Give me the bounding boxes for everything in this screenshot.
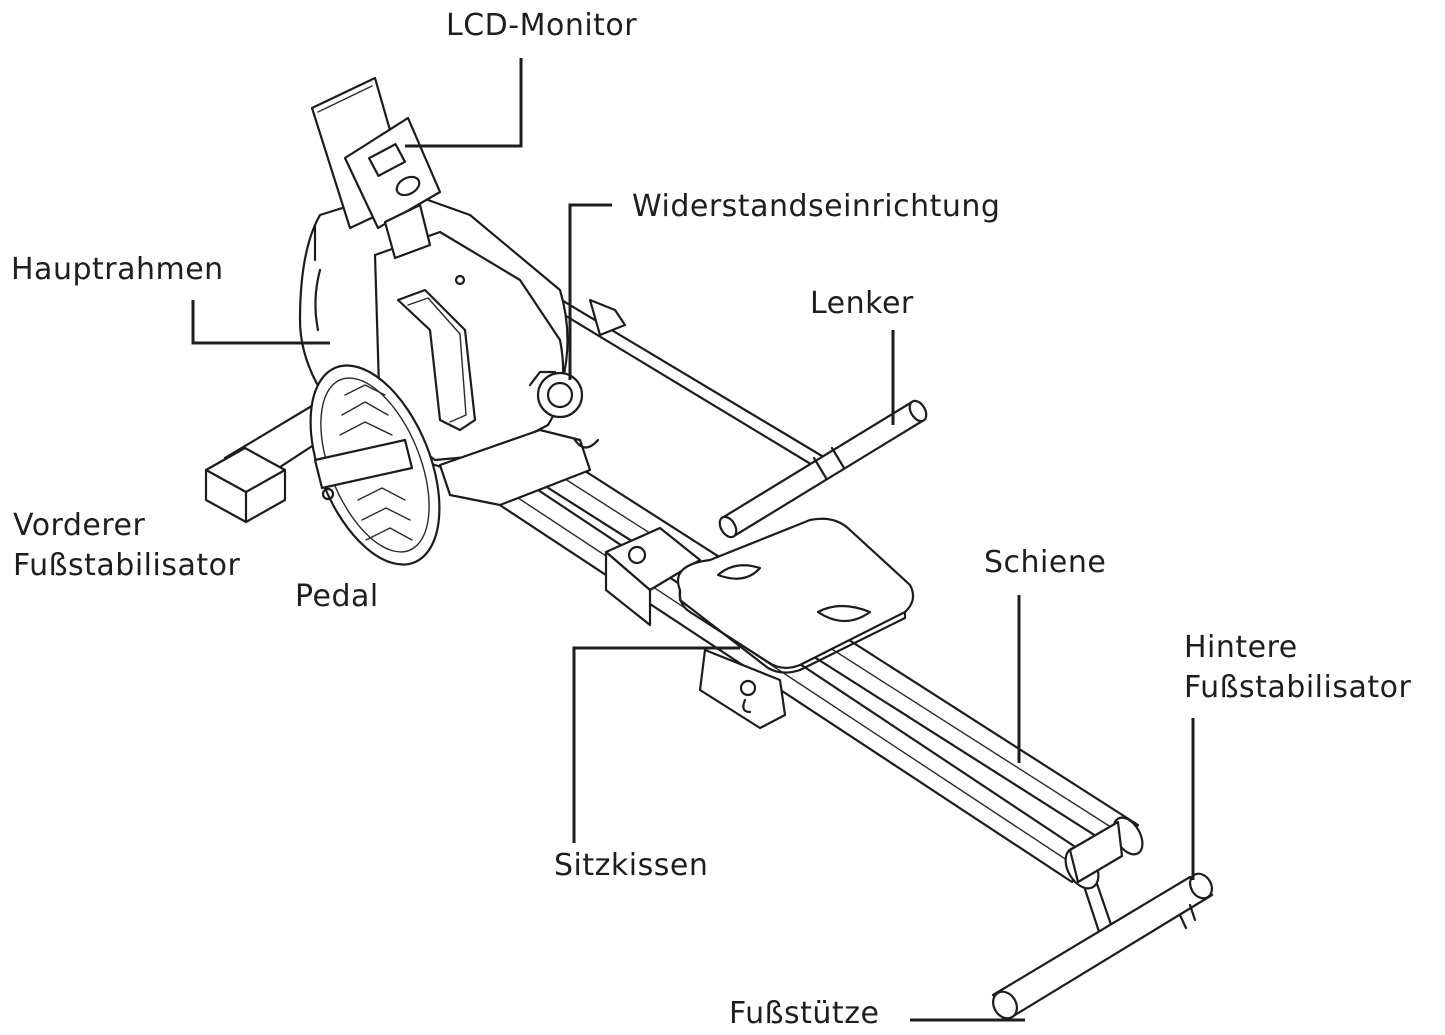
label-seat-cushion: Sitzkissen xyxy=(554,848,709,883)
leader-lcd-monitor xyxy=(405,58,523,148)
leader-resistance xyxy=(568,203,612,380)
label-pedal: Pedal xyxy=(295,579,379,614)
label-rear-stabilizer-line1: Hintere xyxy=(1184,630,1298,665)
main-frame-drawing xyxy=(298,188,627,507)
leader-lines xyxy=(191,58,1195,1022)
leader-seat-cushion xyxy=(572,646,740,843)
label-rear-stabilizer-line2: Fußstabilisator xyxy=(1184,670,1412,705)
label-lcd-monitor: LCD-Monitor xyxy=(446,8,638,43)
seat-drawing xyxy=(604,517,915,730)
pedal-drawing xyxy=(309,364,441,566)
lcd-monitor-drawing xyxy=(310,76,442,260)
rear-stabilizer-drawing xyxy=(991,872,1214,1020)
label-foot-support: Fußstütze xyxy=(729,996,880,1031)
label-main-frame: Hauptrahmen xyxy=(11,252,224,287)
label-front-stabilizer-line1: Vorderer xyxy=(13,508,146,543)
label-handlebar: Lenker xyxy=(810,286,914,321)
label-resistance-unit: Widerstandseinrichtung xyxy=(632,189,1001,224)
label-front-stabilizer-line2: Fußstabilisator xyxy=(13,548,241,583)
leader-main-frame xyxy=(191,300,330,345)
label-rail: Schiene xyxy=(984,545,1107,580)
